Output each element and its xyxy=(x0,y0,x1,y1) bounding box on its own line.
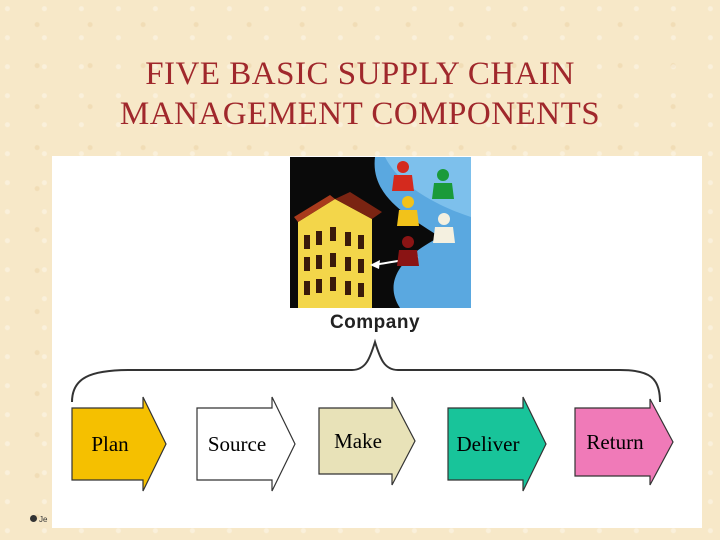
company-illustration xyxy=(290,157,471,308)
footnote: Je xyxy=(30,515,47,524)
stage-return: Return xyxy=(574,398,674,494)
bullet-icon xyxy=(30,515,37,522)
people-figures xyxy=(392,161,455,266)
title-line-2: MANAGEMENT COMPONENTS xyxy=(119,96,601,132)
stage-deliver-label: Deliver xyxy=(456,431,520,456)
stage-deliver: Deliver xyxy=(447,396,547,492)
footnote-text: Je xyxy=(39,515,48,524)
stage-source: Source xyxy=(196,396,296,492)
company-brace xyxy=(71,338,661,403)
stage-make: Make xyxy=(318,396,416,492)
stage-make-label: Make xyxy=(334,428,382,453)
stage-plan-label: Plan xyxy=(91,431,129,456)
title-line-1: FIVE BASIC SUPPLY CHAIN xyxy=(145,56,575,92)
slide-title: FIVE BASIC SUPPLY CHAIN MANAGEMENT COMPO… xyxy=(0,54,720,134)
company-label: Company xyxy=(329,312,421,333)
stage-return-label: Return xyxy=(586,429,644,454)
stage-plan: Plan xyxy=(71,396,167,492)
stage-source-label: Source xyxy=(207,431,267,456)
